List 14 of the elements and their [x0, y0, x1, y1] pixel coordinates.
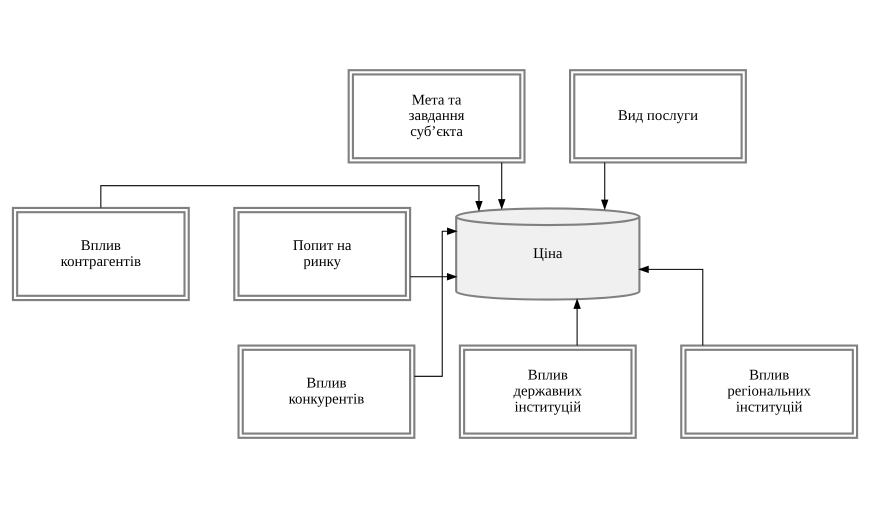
arrow [410, 273, 458, 280]
arrow [638, 266, 704, 346]
node-box: Вид послуги [568, 69, 747, 164]
node-box: Вплив регіональних інституцій [680, 344, 858, 439]
node-box: Мета та завдання суб’єкта [348, 69, 526, 164]
arrow [100, 185, 483, 212]
arrow [573, 298, 581, 346]
node-box: Вплив державних інституцій [458, 344, 637, 439]
node-box: Вплив конкурентів [237, 344, 416, 439]
arrow [601, 162, 608, 210]
node-box: Попит на ринку [233, 206, 412, 302]
arrow [414, 228, 458, 377]
node-box: Вплив контрагентів [12, 206, 190, 302]
arrow [498, 162, 506, 210]
